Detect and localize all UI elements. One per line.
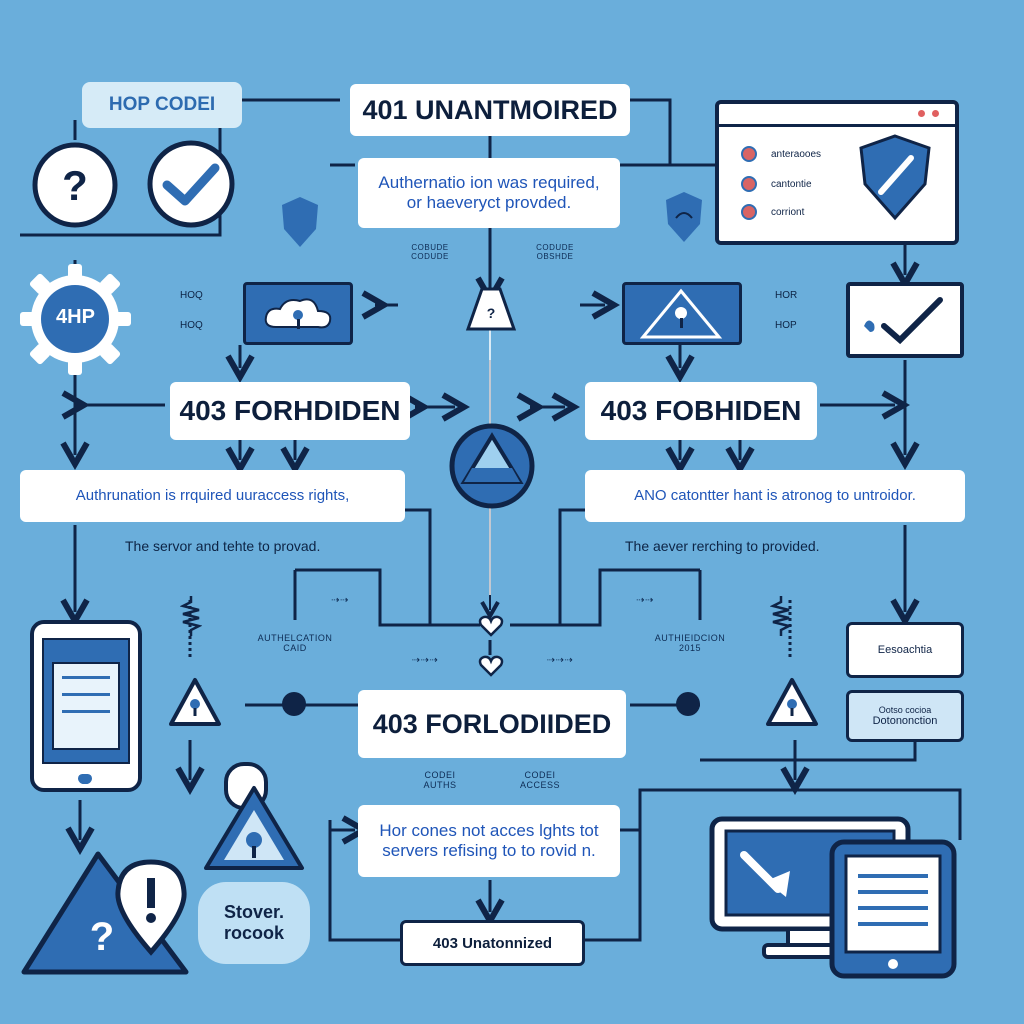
small-label-right-1: HOR <box>775 290 798 301</box>
window-dot-red <box>918 110 925 117</box>
right-label-box-2: Ootso cocioa Dotononction <box>846 690 964 742</box>
small-label-left-2: HOQ <box>180 320 203 331</box>
flask-icon: ? <box>462 285 520 335</box>
small-label-left-1: HOQ <box>180 290 203 301</box>
warning-icon-left <box>168 676 222 730</box>
bullet-icon <box>741 204 757 220</box>
svg-text:?: ? <box>90 915 114 959</box>
arrow-mini-left: ⇢⇢ <box>331 595 349 606</box>
stover-bubble: Stover. rocook <box>198 882 310 964</box>
cloud-alert-box <box>243 282 353 345</box>
info-pin-icon <box>112 856 190 956</box>
server-text-left: The servor and tehte to provad. <box>125 538 321 554</box>
heart-icon-2 <box>478 654 504 678</box>
panel-item: anteraooes <box>741 146 821 162</box>
center-title: 403 FORLODIIDED <box>358 690 626 758</box>
list-row <box>62 676 110 679</box>
header-title: 401 UNANTMOIRED <box>350 84 630 136</box>
warning-icon-right <box>765 676 819 730</box>
panel-item: corriont <box>741 204 804 220</box>
phone-icon <box>30 620 142 792</box>
bottom-description: Hor cones not acces lghts tot servers re… <box>358 805 620 877</box>
checkmark-box-icon <box>846 282 964 358</box>
warning-alert-box <box>622 282 742 345</box>
bullet-icon <box>741 146 757 162</box>
svg-text:?: ? <box>62 162 88 209</box>
gear-label: 4HP <box>56 306 95 328</box>
forbidden-title-left: 403 FORHDIDEN <box>170 382 410 440</box>
lock-warning-icon <box>198 758 310 876</box>
arrow-mini-right: ⇢⇢ <box>636 595 654 606</box>
list-row <box>62 710 110 713</box>
header-description: Authernatio ion was required, or haevery… <box>358 158 620 228</box>
list-row <box>62 693 110 696</box>
cloud-icon <box>264 298 332 329</box>
bullet-icon <box>741 176 757 192</box>
shield-icon <box>857 134 933 222</box>
alert-triangle-circle-icon <box>446 420 538 512</box>
phone-list <box>52 662 120 750</box>
forbidden-title-right: 403 FOBHIDEN <box>585 382 817 440</box>
small-label-right-2: HOP <box>775 320 797 331</box>
panel-item: cantontie <box>741 176 812 192</box>
spring-icon-left <box>179 596 203 636</box>
bottom-status-box: 403 Unatonnized <box>400 920 585 966</box>
shield-small-icon-right <box>662 190 706 244</box>
node-dot-left <box>282 692 306 716</box>
description-right: ANO catontter hant is atronog to untroid… <box>585 470 965 522</box>
svg-text:?: ? <box>487 305 496 321</box>
node-dot-right <box>676 692 700 716</box>
warning-icon <box>639 288 723 339</box>
arrow-mini-right-2: ⇢⇢⇢ <box>546 655 574 666</box>
home-button <box>78 774 92 784</box>
check-circle-icon <box>145 138 237 230</box>
spring-icon-right <box>769 596 793 636</box>
question-icon: ? <box>30 140 120 230</box>
heart-icon <box>478 614 504 638</box>
window-titlebar <box>719 104 955 127</box>
server-text-right: The aever rerching to provided. <box>625 538 820 554</box>
phone-screen <box>42 638 130 764</box>
right-label-box-1: Eesoachtia <box>846 622 964 678</box>
tablet-icon <box>828 838 958 980</box>
browser-window-panel: anteraooes cantontie corriont <box>715 100 959 245</box>
description-left: Authrunation is rrquired uuraccess right… <box>20 470 405 522</box>
top-tag: HOP CODEI <box>82 82 242 128</box>
arrow-mini-left-2: ⇢⇢⇢ <box>411 655 439 666</box>
shield-small-icon <box>278 195 322 249</box>
window-dot-red-2 <box>932 110 939 117</box>
gear-icon: 4HP <box>18 262 133 377</box>
